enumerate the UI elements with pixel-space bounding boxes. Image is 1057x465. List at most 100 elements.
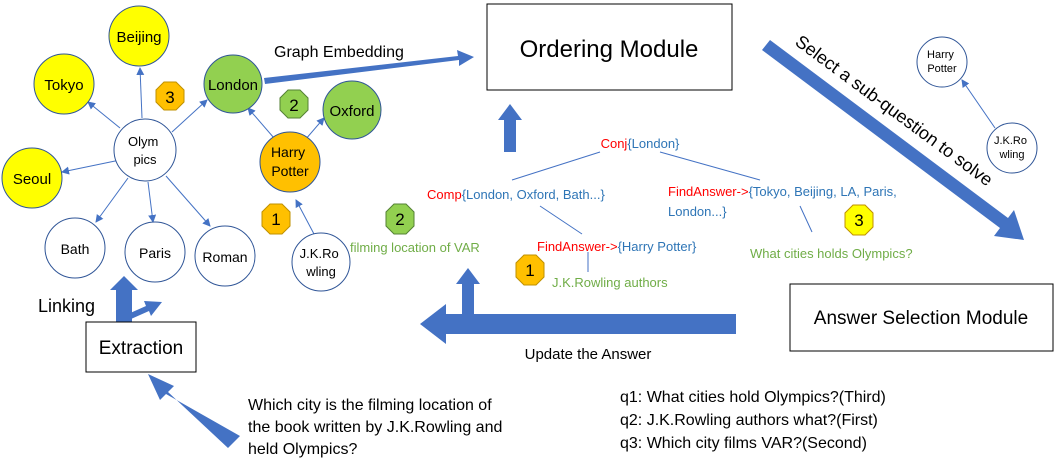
- node-harry-potter-label-line1: Harry: [271, 144, 305, 160]
- svg-text:Harry Potter: Harry Potter: [927, 49, 957, 75]
- svg-text:J.K.Ro wling: J.K.Ro wling: [300, 246, 343, 279]
- node-roman-label: Roman: [202, 249, 247, 265]
- update-to-tree-arrow: [456, 268, 480, 314]
- node-jk-rowling: J.K.Ro wling: [291, 232, 351, 292]
- node-seoul-label: Seoul: [13, 171, 51, 188]
- tree-fa3-badge: 3: [844, 204, 874, 236]
- node-tokyo: Tokyo: [33, 53, 95, 115]
- node-beijing-label: Beijing: [116, 29, 161, 46]
- badge-oxford-order-text: 2: [289, 96, 298, 115]
- badge-london-order: 3: [155, 81, 185, 111]
- subquestions-list: q1: What cities hold Olympics?(Third) q2…: [620, 389, 890, 452]
- edge-jkrowling-harrypotter: [295, 199, 315, 235]
- tree-fa1: FindAnswer->{Harry Potter}: [537, 239, 697, 254]
- badge-harry-potter-order: 1: [261, 203, 291, 235]
- graph-embedding-label: Graph Embedding: [274, 44, 404, 61]
- graph-edges: [61, 67, 325, 235]
- tree-to-ordering-arrow: [498, 104, 522, 152]
- node-olympics-label-line2: pics: [133, 152, 157, 167]
- input-question-line1: Which city is the filming location of: [248, 397, 492, 414]
- edge-harrypotter-london: [247, 107, 275, 139]
- subquestion-q2: q2: J.K.Rowling authors what?(First): [620, 412, 878, 429]
- node-paris: Paris: [124, 221, 186, 283]
- mini-node-harry-potter-line2: Potter: [927, 63, 957, 75]
- select-subquestion-arrow: [762, 40, 1024, 240]
- tree-fa1-op: FindAnswer->: [537, 239, 618, 254]
- answer-selection-module-label: Answer Selection Module: [814, 308, 1028, 329]
- answer-selection-module-box: [789, 283, 1054, 352]
- tree-comp: Comp{London, Oxford, Bath...}: [427, 187, 605, 202]
- node-olympics: Olym pics: [113, 118, 177, 182]
- mini-edge-jkrowling-harrypotter: [961, 79, 996, 129]
- input-question-line3: held Olympics?: [248, 441, 357, 458]
- question-to-extraction-arrow: [148, 374, 240, 448]
- subquestion-q3: q3: Which city films VAR?(Second): [620, 435, 867, 452]
- ordering-module-box: [486, 3, 733, 91]
- node-beijing: Beijing: [108, 5, 170, 67]
- svg-text:Harry Potter: Harry Potter: [271, 144, 309, 179]
- tree-conj: Conj{London}: [601, 136, 680, 151]
- node-london: London: [203, 54, 263, 114]
- tree-comp-desc: filming location of VAR: [350, 240, 480, 255]
- graph-embedding-arrow: [264, 50, 474, 84]
- edge-olympics-tokyo: [87, 101, 121, 129]
- node-harry-potter-label-line2: Potter: [271, 163, 309, 179]
- edge-olympics-beijing: [136, 67, 145, 119]
- tree-fa3-desc: What cities holds Olympics?: [750, 246, 913, 261]
- tree-fa3: FindAnswer->{Tokyo, Beijing, LA, Paris, …: [668, 184, 900, 219]
- tree-comp-val: {London, Oxford, Bath...}: [462, 187, 606, 202]
- linking-label: Linking: [38, 296, 95, 316]
- tree-edges: [511, 151, 813, 272]
- input-question: Which city is the filming location of th…: [248, 397, 507, 458]
- badge-london-order-text: 3: [165, 88, 174, 107]
- extraction-box: [85, 321, 197, 373]
- node-jk-rowling-label-line2: wling: [305, 264, 336, 279]
- node-london-label: London: [208, 77, 258, 94]
- node-bath-label: Bath: [61, 241, 90, 257]
- node-olympics-label-line1: Olym: [128, 134, 158, 149]
- mini-node-harry-potter-line1: Harry: [927, 49, 954, 61]
- node-oxford: Oxford: [322, 80, 382, 140]
- tree-conj-val: {London}: [627, 136, 680, 151]
- tree-fa1-badge-text: 1: [525, 261, 534, 280]
- ordering-module-label: Ordering Module: [520, 36, 699, 63]
- update-answer-arrow: [420, 304, 736, 344]
- tree-fa3-badge-text: 3: [854, 211, 863, 230]
- mini-node-harry-potter: Harry Potter: [916, 36, 968, 88]
- edge-harrypotter-oxford: [304, 117, 325, 141]
- update-answer-label: Update the Answer: [525, 346, 652, 363]
- svg-text:J.K.Ro wling: J.K.Ro wling: [994, 135, 1030, 161]
- node-seoul: Seoul: [1, 147, 63, 209]
- edge-olympics-paris: [147, 181, 157, 223]
- mini-node-jk-rowling-line1: J.K.Ro: [994, 135, 1027, 147]
- extraction-label: Extraction: [99, 338, 183, 359]
- tree-fa1-desc: J.K.Rowling authors: [552, 275, 668, 290]
- node-oxford-label: Oxford: [329, 103, 374, 120]
- tree-fa3-val-line2: London...}: [668, 204, 727, 219]
- mini-node-jk-rowling-line2: wling: [998, 149, 1024, 161]
- mini-node-jk-rowling: J.K.Ro wling: [986, 122, 1038, 174]
- linking-arrows: [110, 276, 162, 322]
- tree-comp-badge: 2: [385, 203, 415, 235]
- edge-olympics-seoul: [61, 159, 121, 175]
- tree-fa1-badge: 1: [515, 254, 545, 286]
- tree-comp-badge-text: 2: [395, 210, 404, 229]
- badge-oxford-order: 2: [279, 89, 309, 119]
- node-roman: Roman: [194, 225, 256, 287]
- tree-conj-op: Conj: [601, 136, 628, 151]
- edge-olympics-london: [171, 99, 208, 133]
- badge-harry-potter-order-text: 1: [271, 210, 280, 229]
- svg-text:Olym pics: Olym pics: [128, 134, 162, 167]
- node-tokyo-label: Tokyo: [44, 77, 83, 94]
- input-question-line2: the book written by J.K.Rowling and: [248, 419, 502, 436]
- node-bath: Bath: [44, 217, 106, 279]
- tree-fa1-val: {Harry Potter}: [618, 239, 697, 254]
- tree-fa3-val-line1: {Tokyo, Beijing, LA, Paris,: [749, 184, 897, 199]
- node-harry-potter: Harry Potter: [259, 131, 321, 193]
- edge-olympics-roman: [165, 175, 211, 227]
- node-paris-label: Paris: [139, 245, 171, 261]
- tree-fa3-op: FindAnswer->: [668, 184, 749, 199]
- edge-olympics-bath: [95, 177, 129, 223]
- node-jk-rowling-label-line1: J.K.Ro: [300, 246, 339, 261]
